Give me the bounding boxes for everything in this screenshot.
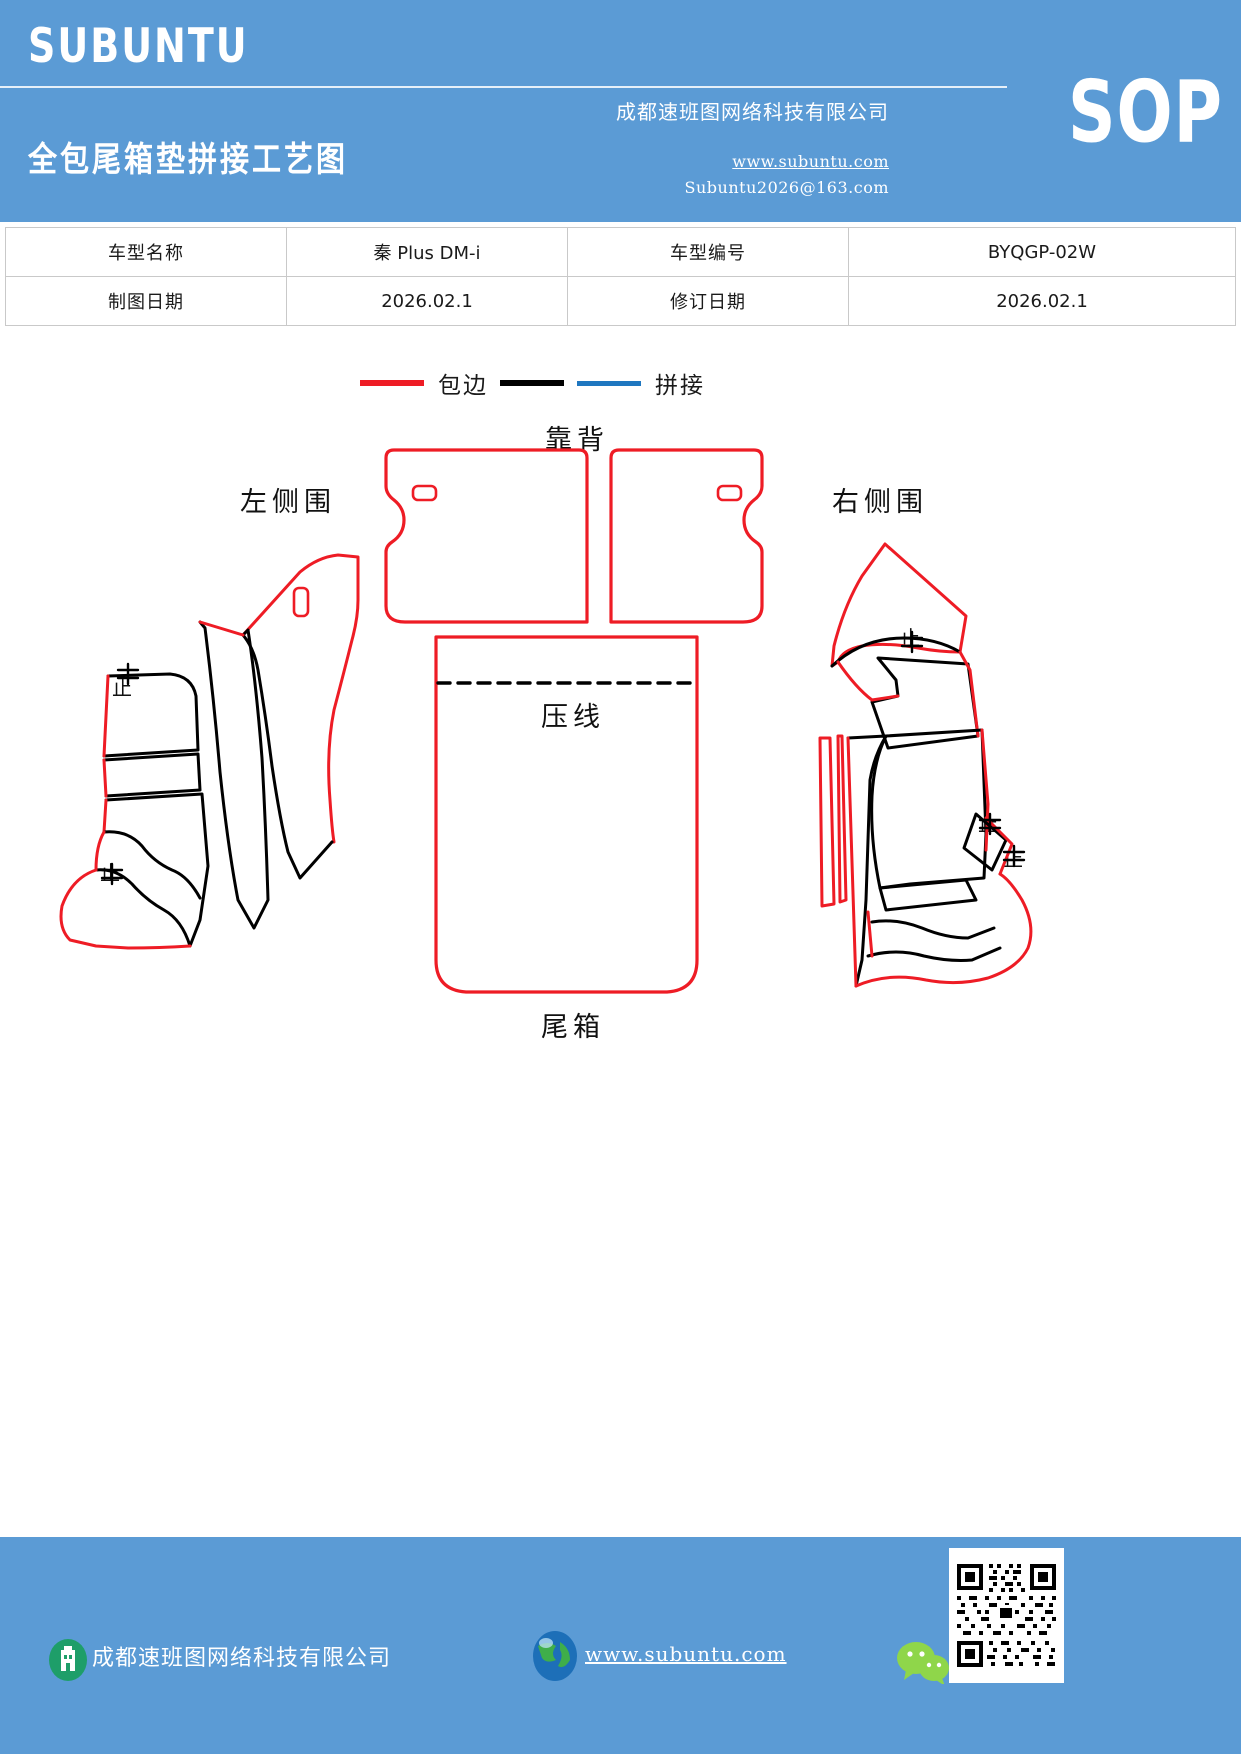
stop-tick-right-mid-icon [978,812,1002,836]
header-email: Subuntu2026@163.com [684,178,889,197]
cell-revise-date-value: 2026.02.1 [848,276,1236,326]
stop-tick-right-top-icon [900,630,924,654]
left-lower-piece-2-binding [102,758,108,798]
left-side-panel-outer [241,553,360,844]
brand-logo: SUBUNTU [28,18,249,74]
right-diamond-binding [984,816,1014,876]
legend: 包边 拼接 [0,360,1241,400]
sop-badge: SOP [1067,62,1223,163]
footer-company-name: 成都速班图网络科技有限公司 [92,1646,392,1671]
right-lower-piece [878,878,978,912]
header-divider [0,86,1007,88]
right-lower-curve-2 [866,946,1002,962]
trunk-mat-outline [434,635,699,994]
right-big-panel [870,728,988,890]
legend-swatch-blue-icon [577,380,641,386]
legend-swatch-black-icon [500,380,564,386]
legend-item-binding: 包边 [360,366,488,400]
vehicle-info-table: 车型名称 秦 Plus DM-i 车型编号 BYQGP-02W 制图日期 202… [5,227,1236,326]
right-lower-curve [870,919,996,940]
left-lower-piece-3 [104,792,210,948]
left-lower-piece-2 [102,752,202,798]
header-company-name: 成都速班图网络科技有限公司 [616,100,889,124]
stop-tick-left-top-icon [116,662,140,686]
label-press-line: 压线 [541,702,605,733]
footer-website-link[interactable]: www.subuntu.com [585,1642,787,1666]
legend-swatch-red-icon [360,380,424,386]
qr-code-icon [949,1548,1064,1683]
pattern-pieces-svg [59,448,1033,994]
document-title: 全包尾箱垫拼接工艺图 [28,139,349,180]
left-side-slot-icon [292,586,310,618]
stop-tick-right-bottom-icon [1002,844,1026,868]
backrest-right-slot-icon [716,484,743,502]
right-quad-panel-binding [958,650,980,738]
label-left-side: 左侧围 [240,487,336,518]
table-row: 制图日期 2026.02.1 修订日期 2026.02.1 [5,276,1236,326]
cell-draw-date-label: 制图日期 [5,276,287,326]
cell-model-name-label: 车型名称 [5,227,287,277]
backrest-left-slot-icon [411,484,438,502]
stop-tick-left-bottom-icon [100,862,124,886]
right-slim-strip-2 [836,734,848,904]
label-right-side: 右侧围 [832,487,928,518]
table-row: 车型名称 秦 Plus DM-i 车型编号 BYQGP-02W [5,227,1236,277]
header-website-link[interactable]: www.subuntu.com [732,152,889,171]
building-icon [49,1639,87,1681]
wechat-icon [897,1642,949,1684]
cell-model-code-label: 车型编号 [567,227,849,277]
left-lower-piece-1 [102,672,200,758]
legend-label-binding: 包边 [438,373,488,399]
left-foot-binding-2 [94,830,106,872]
page-header: SUBUNTU 全包尾箱垫拼接工艺图 SOP 成都速班图网络科技有限公司 www… [0,0,1241,222]
cell-revise-date-label: 修订日期 [567,276,849,326]
left-foot-binding [59,868,192,950]
qr-code [949,1548,1064,1683]
right-slim-strip [818,736,836,908]
right-quad-panel-binding2 [836,660,900,702]
cell-model-code-value: BYQGP-02W [848,227,1236,277]
label-trunk: 尾箱 [541,1012,605,1043]
backrest-right-outline [609,448,764,624]
right-top-wedge [830,542,968,668]
left-lower-piece-3-binding [102,798,108,834]
right-big-panel-binding [980,728,990,852]
cell-draw-date-value: 2026.02.1 [286,276,568,326]
left-side-slim-panel-top [198,620,245,637]
left-foot-piece [102,830,202,900]
right-main-panel-binding [846,736,858,988]
left-side-panel-seam [241,633,334,880]
cell-model-name-value: 秦 Plus DM-i [286,227,568,277]
left-lower-piece-1-binding [102,674,110,758]
backrest-left-outline [384,448,589,624]
left-foot-piece-lower [94,868,192,948]
globe-icon [533,1631,577,1681]
right-diamond-piece [962,812,1008,872]
legend-item-seam: 拼接 [500,366,705,400]
right-lower-binding-2 [866,910,874,958]
legend-label-seam: 拼接 [655,373,705,399]
left-side-slim-panel [198,620,270,930]
right-lower-binding [854,872,1033,988]
technical-drawing: 靠背 左侧围 右侧围 压线 尾箱 止 止 止 止 止 [0,400,1241,1080]
